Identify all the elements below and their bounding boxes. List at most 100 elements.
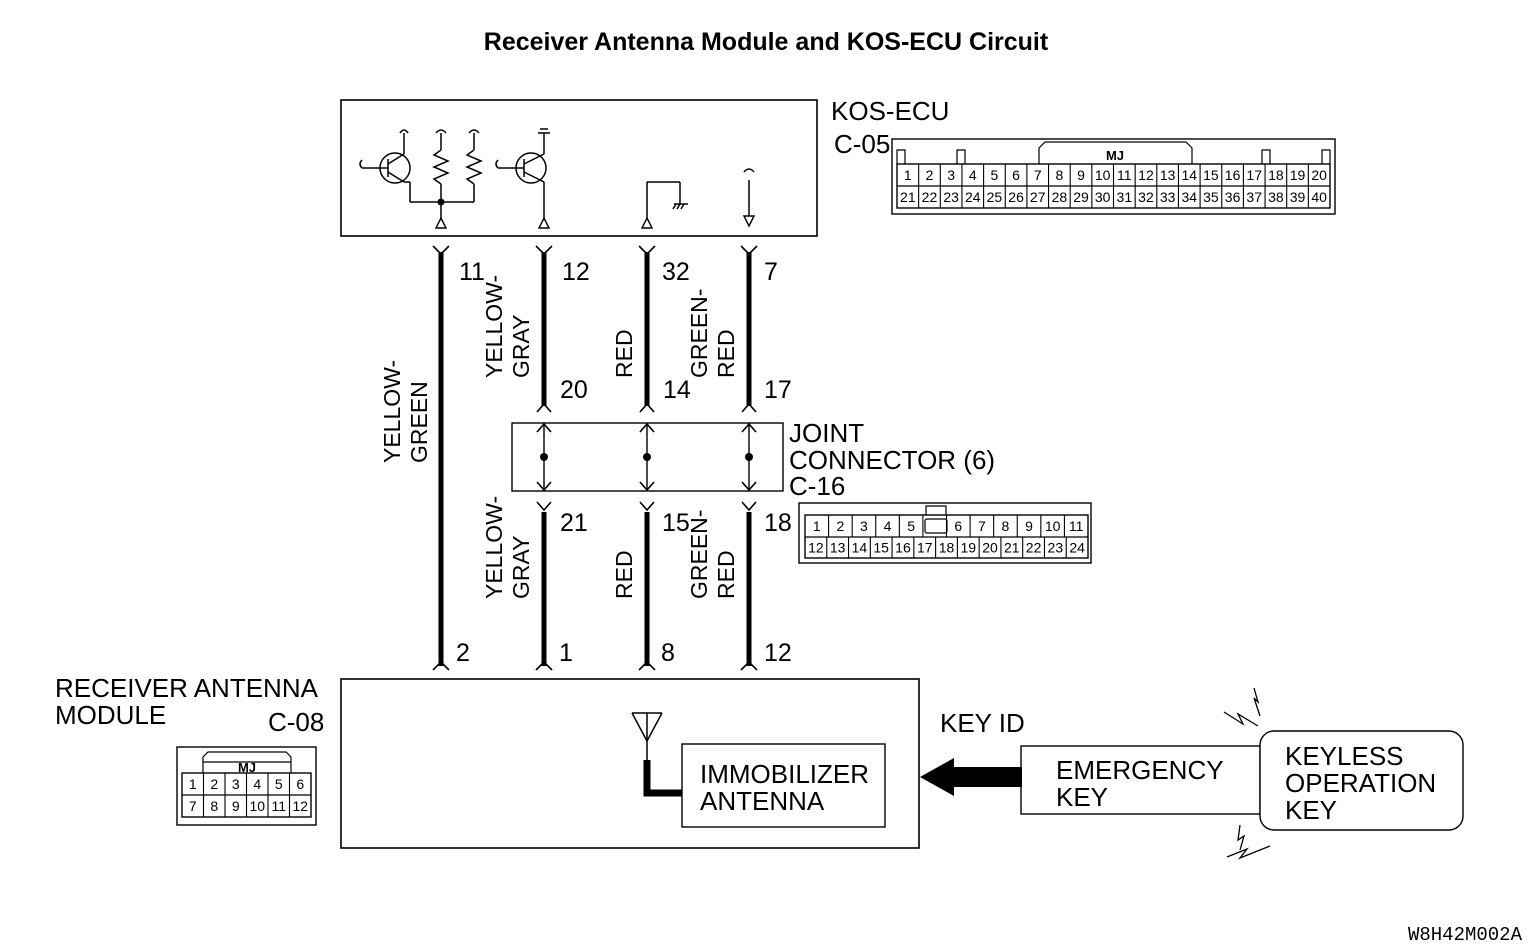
connector-pin-cell: 19 (960, 540, 976, 556)
wire-color-label: GRAY (508, 315, 534, 378)
connector-pin-cell: 16 (895, 540, 911, 556)
connector-pin-cell: 1 (813, 518, 821, 534)
connector-pin-cell: 40 (1311, 189, 1327, 205)
connector-pin-cell: 5 (275, 776, 283, 792)
connector-pin-cell: 3 (860, 518, 868, 534)
wire-color-label: YELLOW- (481, 275, 507, 378)
connector-pin-cell: 18 (1268, 167, 1284, 183)
connector-pin-cell: 7 (978, 518, 986, 534)
connector-pin-cell: 23 (1048, 540, 1064, 556)
connector-pin-cell: 2 (926, 167, 934, 183)
connector-pin-cell: 5 (907, 518, 915, 534)
wire-color-label: RED (611, 329, 637, 378)
wire-harness (438, 252, 752, 666)
connector-pin-cell: 13 (830, 540, 846, 556)
connector-pin-cell: 10 (1045, 518, 1061, 534)
pin-number: 2 (456, 639, 470, 667)
connector-pin-cell: 6 (954, 518, 962, 534)
signal-input-symbol (743, 168, 755, 216)
connector-pin-cell: 20 (1311, 167, 1327, 183)
joint-connector-label-1: JOINT (789, 418, 864, 448)
connector-pin-cell: 6 (1012, 167, 1020, 183)
wire-color-label: YELLOW- (379, 360, 405, 463)
kos-ecu-label: KOS-ECU (831, 96, 949, 126)
connector-pin-cell: 12 (292, 798, 308, 814)
connector-pin-cell: 24 (1069, 540, 1085, 556)
connector-pin-cell: 32 (1138, 189, 1154, 205)
connector-pin-cell: 1 (904, 167, 912, 183)
connector-pin-cell: 11 (1117, 167, 1132, 183)
keyless-operation-key: KEYLESS OPERATION KEY (1259, 730, 1464, 831)
connector-pin-cell: 11 (1069, 518, 1084, 534)
terminal-triangle (640, 216, 654, 229)
connector-pin-cell: 14 (852, 540, 868, 556)
pin-number: 32 (662, 258, 690, 286)
pin-number: 12 (764, 639, 792, 667)
signal-arrow-icon (920, 758, 1022, 796)
connector-pin-cell: 11 (271, 798, 286, 814)
pin-number: 7 (764, 258, 778, 286)
connector-pin-cell: 2 (836, 518, 844, 534)
connector-pin-cell: 34 (1181, 189, 1197, 205)
connector-pin-cell: 8 (1055, 167, 1063, 183)
pin-number: 20 (560, 376, 588, 404)
pin-number: 18 (764, 509, 792, 537)
immobilizer-antenna-box (681, 743, 886, 828)
connector-pin-cell: 17 (917, 540, 933, 556)
connector-pin-cell: 25 (987, 189, 1003, 205)
drawing-code: W8H42M002A (1408, 924, 1523, 946)
joint-connector-label-2: CONNECTOR (6) (789, 445, 995, 475)
wire-color-label: RED (611, 550, 637, 599)
pin-number: 11 (459, 258, 485, 286)
connector-pin-cell: 14 (1181, 167, 1197, 183)
pin-number: 21 (560, 509, 588, 537)
connector-pin-cell: 26 (1008, 189, 1024, 205)
diagram-title: Receiver Antenna Module and KOS-ECU Circ… (484, 28, 1049, 56)
terminal-triangle (742, 215, 756, 228)
immobilizer-label-2: ANTENNA (700, 786, 825, 816)
keyless-key-label-3: KEY (1285, 795, 1337, 825)
receiver-antenna-module: RECEIVER ANTENNA MODULE C-08 IMMOBILIZER… (55, 673, 920, 849)
transistor-symbol (495, 128, 550, 218)
wire-color-labels: YELLOW- GREEN YELLOW- GRAY RED GREEN- RE… (379, 275, 739, 599)
connector-pin-cell: 4 (969, 167, 977, 183)
connector-pin-cell: 21 (1004, 540, 1020, 556)
pin-number: 12 (562, 258, 590, 286)
pin-number: 8 (661, 639, 675, 667)
connector-pin-cell: 31 (1117, 189, 1133, 205)
emergency-key-label-2: KEY (1056, 782, 1108, 812)
emergency-key: EMERGENCY KEY (1020, 745, 1261, 815)
wire-color-label: RED (713, 550, 739, 599)
connector-pin-cell: 12 (808, 540, 824, 556)
connector-pin-cell: 8 (1002, 518, 1010, 534)
connector-pin-cell: 22 (922, 189, 938, 205)
connector-pin-cell: 3 (947, 167, 955, 183)
terminal-triangle (537, 216, 551, 229)
junction-dot (437, 198, 445, 206)
connector-pin-cell: 10 (1095, 167, 1111, 183)
wire-color-label: GREEN- (686, 510, 712, 599)
ground-symbol (646, 181, 688, 218)
connector-pin-cell: 10 (249, 798, 265, 814)
connector-pin-cell: 15 (873, 540, 889, 556)
module-connector-code: C-08 (268, 707, 324, 737)
connector-pin-cell: 15 (1203, 167, 1219, 183)
module-label-2: MODULE (55, 700, 166, 730)
connector-pin-cell: 35 (1203, 189, 1219, 205)
emergency-key-label-1: EMERGENCY (1056, 755, 1224, 785)
connector-pin-cell: 39 (1290, 189, 1306, 205)
connector-pin-cell: 12 (1138, 167, 1154, 183)
connector-pin-cell: 4 (884, 518, 892, 534)
key-id-label: KEY ID (940, 708, 1025, 738)
connector-pin-cell: 30 (1095, 189, 1111, 205)
connector-pin-cell: 21 (900, 189, 916, 205)
wire-color-label: YELLOW- (481, 496, 507, 599)
connector-pin-cell: 1 (189, 776, 197, 792)
connector-pin-cell: 9 (1077, 167, 1085, 183)
kos-ecu-connector-code: C-05 (834, 129, 890, 159)
connector-pin-cell: 4 (253, 776, 261, 792)
connector-pin-cell: 19 (1290, 167, 1306, 183)
